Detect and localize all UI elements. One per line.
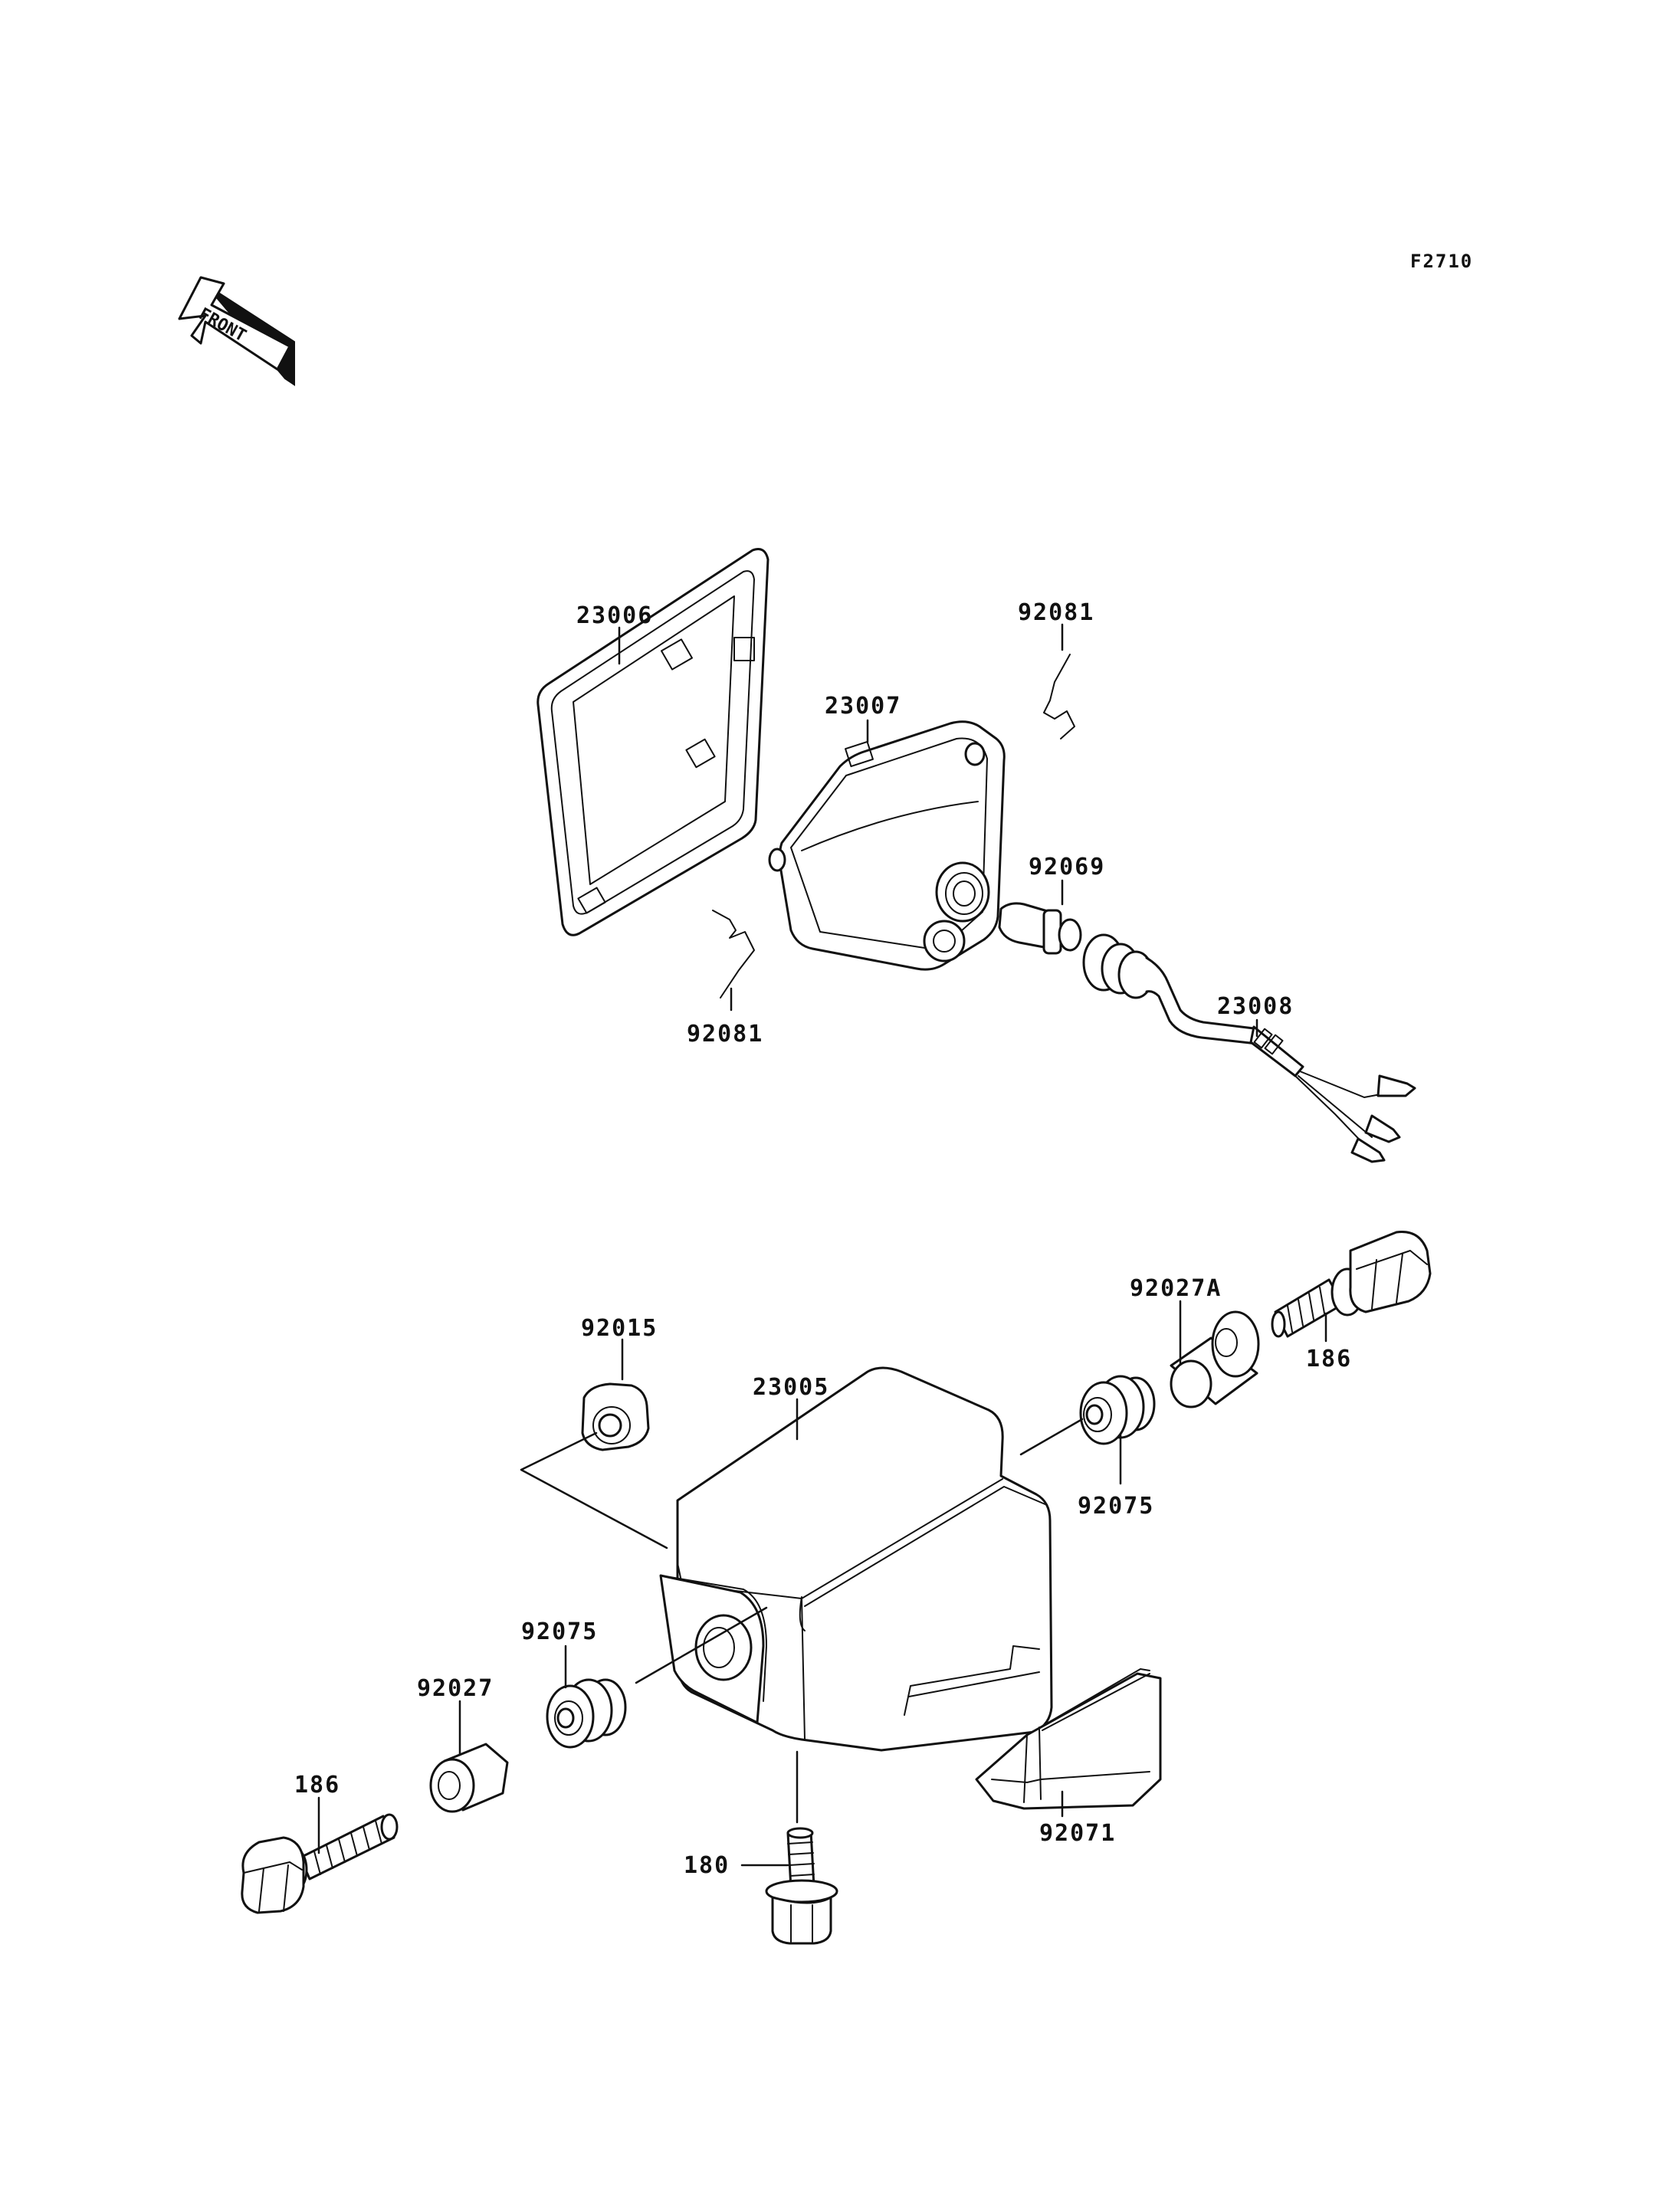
label-92027a: 92027A (1130, 1275, 1222, 1302)
damper-92071 (975, 1668, 1162, 1810)
headlight-housing (768, 720, 1006, 971)
label-92027: 92027 (417, 1675, 494, 1702)
label-23006: 23006 (576, 602, 653, 629)
figure-code: F2710 (1410, 251, 1473, 272)
label-92075-left: 92075 (521, 1618, 598, 1645)
label-186-left: 186 (294, 1772, 340, 1799)
collar-92027 (429, 1743, 509, 1813)
label-180: 180 (684, 1852, 730, 1879)
label-92075-right: 92075 (1078, 1493, 1154, 1520)
headlight-bracket-cover (659, 1366, 1053, 1752)
front-arrow-icon: FRONT (178, 276, 295, 386)
label-186-right: 186 (1306, 1346, 1352, 1372)
label-92081-top: 92081 (1018, 599, 1094, 626)
bolt-180 (765, 1827, 838, 1945)
label-23008: 23008 (1217, 993, 1294, 1020)
bolt-186-right (1271, 1231, 1432, 1338)
label-92081-bottom: 92081 (687, 1021, 763, 1048)
spring-clip-bottom (712, 910, 755, 998)
grommet-92075-right (1079, 1375, 1156, 1445)
label-92015: 92015 (581, 1315, 658, 1342)
headlight-rim (536, 548, 769, 936)
grommet-92015 (581, 1382, 650, 1451)
label-23007: 23007 (825, 693, 901, 720)
collar-92027a (1170, 1310, 1260, 1408)
spring-clip-top (1043, 654, 1075, 739)
bulb (998, 902, 1082, 955)
grommet-92075-left (546, 1678, 627, 1749)
label-92069: 92069 (1029, 854, 1105, 880)
socket-harness (1082, 933, 1416, 1163)
label-23005: 23005 (753, 1374, 829, 1401)
bolt-186-left (241, 1813, 399, 1914)
label-92071: 92071 (1039, 1820, 1116, 1847)
